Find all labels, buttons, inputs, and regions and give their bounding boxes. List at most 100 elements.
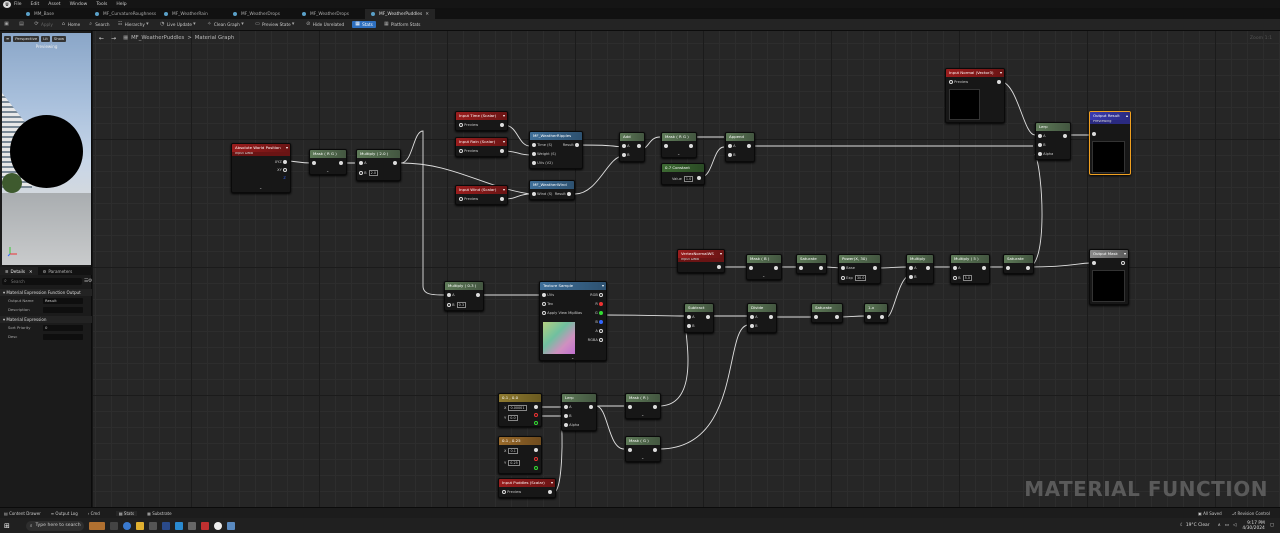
back-arrow-icon[interactable]: ← [99,34,105,42]
pin-input[interactable] [312,161,316,165]
browser-icon[interactable] [122,521,131,530]
node-input-normal[interactable]: Input Normal (Vector3)▾ Preview [945,68,1005,123]
network-icon[interactable]: ▭ [1224,523,1229,528]
app-icon[interactable] [148,521,157,530]
clean-graph-button[interactable]: ✧Clean Graph▾ [207,21,244,28]
pin-g[interactable] [534,466,538,470]
search-button[interactable]: ⌕Search [89,21,110,28]
node-mf-weather-wind[interactable]: MF_WeatherWind Wind (S) Result [529,180,575,200]
expand-chevron-icon[interactable]: ⌄ [326,168,330,173]
pin-input[interactable] [749,266,753,270]
preview-toggle[interactable]: Preview [949,80,968,84]
hide-unrelated-button[interactable]: ⊘Hide Unrelated [306,21,345,28]
pin-xyz[interactable]: XYZ [275,160,287,164]
menu-window[interactable]: Window [69,1,88,7]
node-divide[interactable]: Divide A B [747,303,777,333]
pin-r[interactable] [534,457,538,461]
expand-chevron-icon[interactable]: ⌄ [571,355,575,360]
content-drawer-button[interactable]: ▤ Content Drawer [4,510,41,516]
node-input-wind[interactable]: Input Wind (Scalar)▾ Preview [455,185,508,205]
node-mf-weather-ripples[interactable]: MF_WeatherRipples Time (S) Weight (S) UV… [529,131,583,169]
pin-output[interactable] [873,266,877,270]
pin-output[interactable] [548,490,552,494]
breadcrumb-asset[interactable]: MF_WeatherPuddles [131,35,185,41]
pin-input[interactable] [799,266,803,270]
pin-b[interactable]: B [909,275,917,279]
pin-b[interactable]: B [595,320,603,324]
pin-output[interactable] [689,144,693,148]
tab-mf-weather-drops[interactable]: MF_WeatherDrops [227,9,296,19]
steam-icon[interactable] [161,521,170,530]
sort-priority-field[interactable]: 0 [43,325,83,331]
pin-b[interactable]: B [728,153,736,157]
node-one-minus[interactable]: 1-x [864,303,888,323]
home-button[interactable]: ⌂Home [61,21,81,28]
pin-a[interactable]: A [595,329,603,333]
pin-output[interactable] [769,315,773,319]
section-material-expression[interactable]: ▾ Material Expression [0,316,92,323]
preview-viewport[interactable]: ≡ Perspective Lit Show Previewing [2,33,91,265]
pin-b[interactable]: B [750,324,758,328]
node-texture-sample[interactable]: Texture Sample▾ UVs Tex Apply View MipBi… [539,281,607,361]
lit-button[interactable]: Lit [41,35,50,42]
clock[interactable]: 9:17 PM 4/30/2024 [1242,520,1265,531]
pin-output[interactable] [926,266,930,270]
pin-b[interactable]: B [622,153,630,157]
tab-mm-base[interactable]: MM_Base [20,9,89,19]
pin-a[interactable]: A [1038,134,1046,138]
pin-xy[interactable]: XY [277,168,287,172]
menu-file[interactable]: File [14,1,22,7]
pin-output[interactable] [982,266,986,270]
pin-input[interactable] [628,405,632,409]
expand-chevron-icon[interactable]: ⌄ [762,273,766,278]
expand-chevron-icon[interactable]: ⌄ [259,185,263,190]
description-field[interactable] [43,307,83,313]
menu-edit[interactable]: Edit [30,1,40,7]
node-input-rain[interactable]: Input Rain (Scalar)▾ Preview [455,137,508,157]
settings-gear-icon[interactable]: ⚙ [88,278,93,284]
pin-time[interactable]: Time (S) [532,143,552,147]
perspective-button[interactable]: Perspective [13,35,40,42]
preview-toggle[interactable]: Preview [459,149,478,153]
platform-stats-button[interactable]: ▦Platform Stats [383,21,421,28]
expand-chevron-icon[interactable]: ⌄ [641,412,645,417]
node-vertex-normal-ws[interactable]: VertexNormalWS▾ Input Data [677,249,725,273]
section-function-output[interactable]: ▾ Material Expression Function Output [0,289,92,296]
windows-start-icon[interactable]: ⊞ [4,521,10,530]
pin-output[interactable] [534,405,538,409]
tab-parameters[interactable]: ⚙Parameters [42,268,73,274]
pin-output[interactable] [819,266,823,270]
node-mask-rg-2[interactable]: Mask ( R G ) ⌄ [661,132,697,158]
pin-rgba[interactable]: RGBA [588,338,603,342]
node-append[interactable]: Append A B [725,132,755,162]
stats-button[interactable]: ▦Stats [352,21,376,28]
node-input-puddles[interactable]: Input Puddles (Scalar)▾ Preview [498,478,556,498]
pin-output[interactable] [500,123,504,127]
volume-icon[interactable]: ◁ [1232,523,1237,528]
pin-output[interactable] [653,405,657,409]
pin-tex[interactable]: Tex [542,302,553,306]
tray-chevron-icon[interactable]: ∧ [1217,523,1221,528]
pin-output[interactable] [835,315,839,319]
node-lerp[interactable]: Lerp A B Alpha [1035,122,1071,160]
pin-a[interactable]: A [728,144,736,148]
node-input-time[interactable]: Input Time (Scalar)▾ Preview [455,111,508,131]
details-search-input[interactable]: Search [2,278,82,285]
pin-a[interactable]: A [564,405,572,409]
pin-alpha[interactable]: Alpha [1038,152,1053,156]
view-options-icon[interactable]: ☰ [84,278,89,284]
unreal-logo-icon[interactable]: U [3,0,11,8]
output-log-button[interactable]: ≡ Output Log [50,510,78,516]
pin-z[interactable]: Z [283,176,286,180]
all-saved-status[interactable]: ▣ All Saved [1198,510,1222,516]
pin-input[interactable] [814,315,818,319]
tab-stats-panel[interactable]: ▦ Stats [115,510,138,516]
node-saturate-2[interactable]: Saturate [1003,254,1034,274]
pin-output[interactable] [637,144,641,148]
node-output-result[interactable]: Output Result▴ Previewing [1089,111,1131,175]
